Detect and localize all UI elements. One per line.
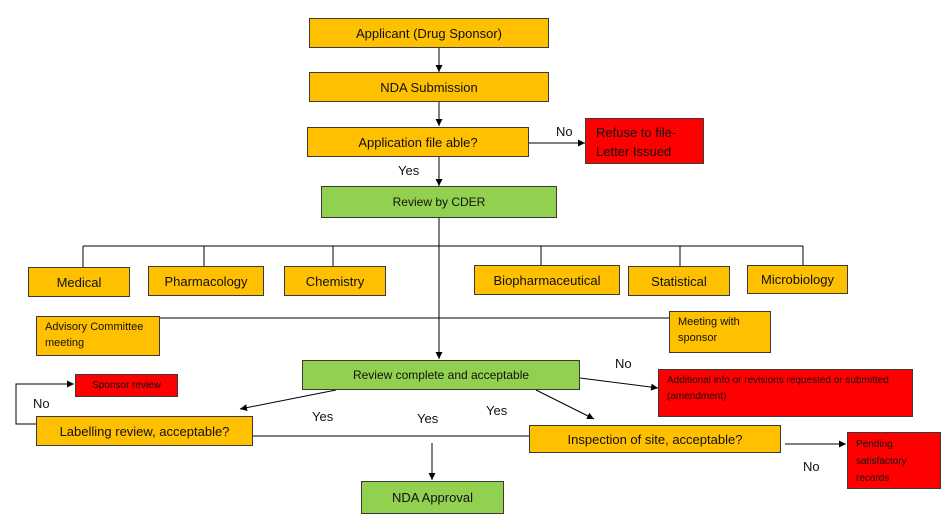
- edge-label-no-labelling: No: [33, 396, 50, 411]
- edge-label-no-pending: No: [803, 459, 820, 474]
- node-nda-approval: NDA Approval: [361, 481, 504, 514]
- edge-label-yes-approval: Yes: [417, 411, 439, 426]
- node-meeting-with-sponsor: Meeting with sponsor: [669, 311, 771, 353]
- node-labelling-review: Labelling review, acceptable?: [36, 416, 253, 446]
- edge-label-no-additional: No: [615, 356, 632, 371]
- node-refuse-to-file: Refuse to file-Letter Issued: [585, 118, 704, 164]
- arrow-complete-to-inspection: [535, 389, 595, 420]
- arrow-complete-to-additional: [579, 377, 659, 391]
- node-medical: Medical: [28, 267, 130, 297]
- node-inspection-of-site: Inspection of site, acceptable?: [529, 425, 781, 453]
- node-chemistry: Chemistry: [284, 266, 386, 296]
- arrow-complete-to-labelling: [239, 389, 337, 412]
- node-review-complete: Review complete and acceptable: [302, 360, 580, 390]
- node-pending-records: Pending satisfactory records: [847, 432, 941, 489]
- node-additional-info: Additional info or revisions requested o…: [658, 369, 913, 417]
- node-application-fileable: Application file able?: [307, 127, 529, 157]
- edge-label-yes-inspection: Yes: [486, 403, 508, 418]
- arrow-labelling-to-sponsor: [15, 380, 74, 425]
- node-statistical: Statistical: [628, 266, 730, 296]
- edge-label-no-refuse: No: [556, 124, 573, 139]
- edge-label-yes-labelling: Yes: [312, 409, 334, 424]
- node-nda-submission: NDA Submission: [309, 72, 549, 102]
- node-sponsor-review: Sponsor review: [75, 374, 178, 397]
- node-pharmacology: Pharmacology: [148, 266, 264, 296]
- node-microbiology: Microbiology: [747, 265, 848, 294]
- node-biopharmaceutical: Biopharmaceutical: [474, 265, 620, 295]
- node-review-by-cder: Review by CDER: [321, 186, 557, 218]
- edge-label-yes-review: Yes: [398, 163, 420, 178]
- node-applicant: Applicant (Drug Sponsor): [309, 18, 549, 48]
- node-advisory-committee: Advisory Committee meeting: [36, 316, 160, 356]
